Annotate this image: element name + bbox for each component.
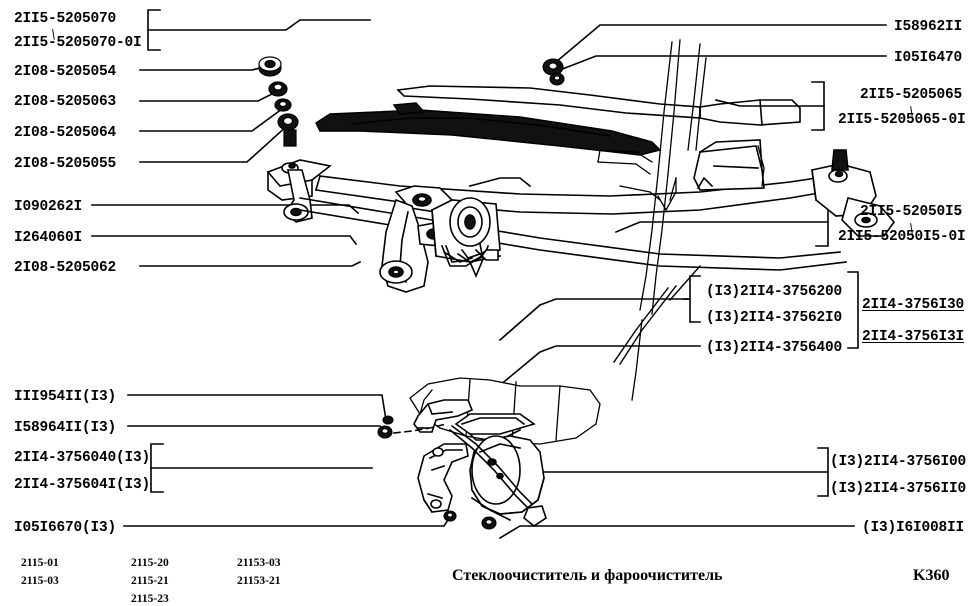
leader-5205064 [139,107,284,132]
washer-hose-lines [613,265,701,365]
group-code-2114-3756131: 2II4-3756I3I [862,329,965,345]
part-label-1056470: I05I6470 [894,50,963,66]
part-label-1056670-13: I05I6670(I3) [14,520,117,536]
part-label-2114-3756200-13: (I3)2II4-3756200 [706,284,843,300]
part-label-2108-5205063: 2I08-5205063 [14,94,117,110]
bracket-right-015 [614,197,829,247]
part-label-1264060: I264060I [14,230,83,246]
part-label-2115-5205015-01: 2II5-52050I5-0I [838,229,966,245]
footer-model-code-2115-21: 2115-21 [131,575,169,587]
part-label-1589621: I58962II [894,19,963,35]
bracket-left-top [147,9,371,51]
footer-model-code-2115-20: 2115-20 [131,557,169,569]
washer-tube-and-jet [448,424,547,527]
washer-mount-bracket [417,443,469,514]
sheet-page-code: K360 [913,567,950,584]
windshield-pillar [597,39,707,315]
leader-1090262 [91,204,360,215]
washer-pump-motor [469,435,545,515]
part-label-2115-5205070-01: 2II5-5205070-0I [14,35,142,51]
top-bolt-pair [542,58,565,86]
leader-5205062 [139,260,362,267]
pivot-fastener-stack [258,56,299,147]
bracket-right-065 [715,81,825,131]
motor-wiring-connector [440,244,499,267]
footer-model-code-21153-21: 21153-21 [237,575,281,587]
part-label-2114-3756041-13: 2II4-375604I(I3) [14,477,151,493]
part-label-2114-3756100-13: (I3)2II4-3756I00 [830,454,967,470]
part-label-2114-3756400-13: (I3)2II4-3756400 [706,340,843,356]
part-label-2115-5205070: 2II5-5205070 [14,11,117,27]
part-label-2114-3756040-13: 2II4-3756040(I3) [14,450,151,466]
footer-model-code-2115-23: 2115-23 [131,593,169,605]
footer-model-code-21153-03: 21153-03 [237,557,281,569]
part-label-1090262: I090262I [14,199,83,215]
wiper-linkage-frame [266,149,896,293]
part-label-2115-5205065-01: 2II5-5205065-0I [838,112,966,128]
part-label-1119541-13: III954II(I3) [14,389,117,405]
leader-1264060 [91,235,358,246]
bracket-mid-group [498,275,701,342]
part-label-1589641-13: I58964II(I3) [14,420,117,436]
footer-model-code-2115-03: 2115-03 [21,575,59,587]
part-label-2108-5205062: 2I08-5205062 [14,260,117,276]
washer-bracket-plate [454,413,536,441]
leader-5205055 [139,123,290,163]
washer-dash-leader [393,423,447,434]
part-label-2115-5205065: 2II5-5205065 [860,87,963,103]
headlamp-washer-body [409,377,601,445]
part-label-2114-3756210-13: (I3)2II4-37562I0 [706,310,843,326]
bracket-right-3756100 [541,447,829,497]
leader-1056670 [123,515,452,527]
sheet-title: Стеклоочиститель и фароочиститель [452,567,723,584]
wiper-motor [431,197,501,279]
part-label-2108-5205055: 2I08-5205055 [14,156,117,172]
leader-3756400 [468,345,701,412]
leader-5205054 [139,65,269,71]
leader-1056470 [558,55,887,72]
group-code-2114-3756130: 2II4-3756I30 [862,297,965,313]
leader-1610081 [498,525,855,540]
leader-1589621 [554,24,887,64]
leader-1119541 [127,394,387,421]
leader-5205063 [139,89,280,102]
bracket-mid-right [847,271,859,349]
leader-1589641 [127,425,388,436]
part-label-1610081-13: (I3)I6I008II [862,520,965,536]
washer-fasteners [377,415,497,530]
bracket-left-lower [150,443,373,493]
part-label-2114-3756110-13: (I3)2II4-3756II0 [830,481,967,497]
part-label-2108-5205054: 2I08-5205054 [14,64,117,80]
pillar-lower-line [631,319,643,401]
part-label-2115-5205015: 2II5-52050I5 [860,204,963,220]
footer-model-code-2115-01: 2115-01 [21,557,59,569]
side-mirror [693,139,765,191]
part-label-2108-5205064: 2I08-5205064 [14,125,117,141]
